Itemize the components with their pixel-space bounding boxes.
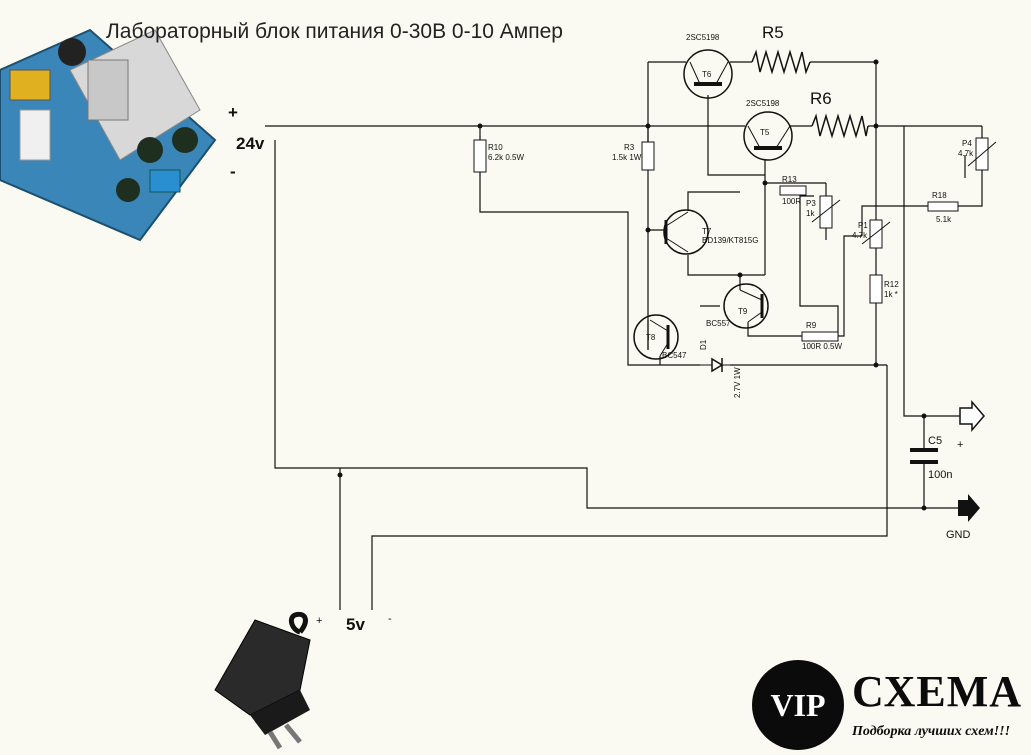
resistor-r18: R18 5.1k [927, 191, 959, 224]
p4-value: 4.7k [958, 149, 974, 158]
t6-ref: T6 [702, 70, 712, 79]
potentiometer-p3: P3 1k [806, 195, 841, 229]
junctions [337, 59, 927, 511]
logo-badge: VIP [752, 660, 844, 750]
p1-value: 4.7k [852, 231, 868, 240]
r12-ref: R12 [884, 280, 899, 289]
transistor-t6: T6 2SC5198 [683, 33, 733, 99]
psu-module-image [0, 28, 217, 242]
r18-ref: R18 [932, 191, 947, 200]
r12-value: 1k * [884, 290, 898, 299]
p3-ref: P3 [806, 199, 816, 208]
r10-ref: R10 [488, 143, 503, 152]
potentiometer-p1: P1 4.7k [852, 219, 891, 249]
output-plus-label: + [957, 439, 963, 451]
r13-ref: R13 [782, 175, 797, 184]
t9-part: BC557 [706, 319, 731, 328]
t9-ref: T9 [738, 307, 748, 316]
p1-ref: P1 [858, 221, 868, 230]
resistor-r5: R5 [751, 23, 811, 75]
resistor-r12: R12 1k * [869, 274, 899, 304]
c5-ref: C5 [928, 435, 942, 447]
r3-value: 1.5k 1W [612, 153, 642, 162]
logo-tagline: Подборка лучших схем!!! [852, 724, 1011, 739]
transistor-t8: T8 BC547 [633, 314, 687, 360]
page-title: Лабораторный блок питания 0-30В 0-10 Амп… [106, 20, 563, 43]
wall-adapter-image [214, 611, 311, 750]
vip-schema-logo: VIP СХЕМА Подборка лучших схем!!! [752, 660, 1022, 750]
wires [265, 61, 983, 610]
d1-value: 2.7V 1W [733, 367, 742, 398]
t5-part: 2SC5198 [746, 99, 780, 108]
t8-ref: T8 [646, 333, 656, 342]
r9-value: 100R 0.5W [802, 342, 842, 351]
output-gnd-label: GND [946, 529, 971, 541]
output-plus-terminal: + [957, 399, 985, 451]
supply-5v-minus: - [388, 613, 392, 625]
resistor-r6: R6 [810, 89, 869, 139]
output-gnd-terminal: GND [946, 494, 980, 541]
t6-part: 2SC5198 [686, 33, 720, 42]
r10-value: 6.2k 0.5W [488, 153, 524, 162]
supply-24v-minus: - [230, 162, 236, 181]
resistor-r10: R10 6.2k 0.5W [473, 139, 524, 173]
t8-part: BC547 [662, 351, 687, 360]
transistor-t5: T5 2SC5198 [743, 99, 793, 161]
resistor-r9: R9 100R 0.5W [801, 321, 842, 351]
supply-5v-value: 5v [346, 615, 365, 634]
supply-24v-plus: + [228, 103, 238, 122]
resistor-r13: R13 100R [779, 175, 807, 206]
potentiometer-p4: P4 4.7k [958, 137, 997, 171]
transistor-t7: T7 BD139/KT815G [663, 209, 758, 255]
zener-diode-d1: D1 2.7V 1W [699, 339, 742, 398]
resistor-r3: R3 1.5k 1W [612, 141, 655, 171]
capacitor-c5: C5 100n [910, 435, 952, 481]
r6-ref: R6 [810, 89, 832, 108]
logo-name: СХЕМА [852, 667, 1023, 716]
c5-value: 100n [928, 469, 952, 481]
d1-ref: D1 [699, 339, 708, 350]
p3-value: 1k [806, 209, 815, 218]
t7-ref: T7 [702, 227, 712, 236]
r18-value: 5.1k [936, 215, 952, 224]
t7-part: BD139/KT815G [702, 236, 758, 245]
r3-ref: R3 [624, 143, 635, 152]
supply-24v-value: 24v [236, 134, 265, 153]
r9-ref: R9 [806, 321, 817, 330]
t5-ref: T5 [760, 128, 770, 137]
supply-5v-plus: + [316, 615, 322, 627]
r5-ref: R5 [762, 23, 784, 42]
transistor-t9: T9 BC557 [706, 283, 769, 329]
p4-ref: P4 [962, 139, 972, 148]
r13-value: 100R [782, 197, 801, 206]
